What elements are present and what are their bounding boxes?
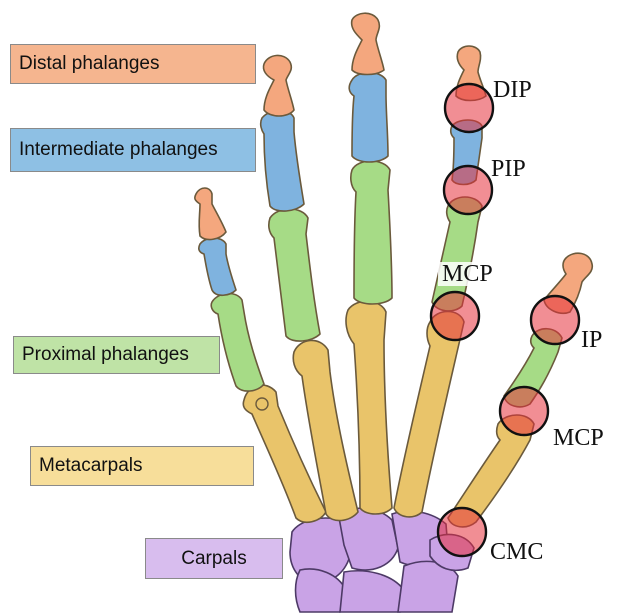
dip-joint-label: DIP bbox=[493, 78, 532, 102]
ip-joint-label: IP bbox=[581, 328, 602, 352]
finger-mcp-joint-label: MCP bbox=[438, 262, 497, 286]
finger-mcp-joint-marker bbox=[431, 292, 479, 340]
proximal-bone bbox=[351, 161, 392, 304]
intermediate-bone bbox=[349, 73, 388, 163]
legend-proximal-label: Proximal phalanges bbox=[22, 344, 189, 366]
metacarpal-bone bbox=[394, 312, 464, 517]
legend-intermediate-label: Intermediate phalanges bbox=[19, 139, 218, 161]
distal-bone bbox=[352, 13, 384, 74]
ip-joint-marker bbox=[531, 296, 579, 344]
legend-distal-label: Distal phalanges bbox=[19, 53, 159, 75]
proximal-phalanges bbox=[211, 161, 562, 407]
metacarpal-bone bbox=[346, 301, 392, 514]
dip-joint-marker bbox=[445, 84, 493, 132]
pip-joint-label: PIP bbox=[491, 157, 526, 181]
carpal-bone bbox=[340, 571, 404, 612]
pip-joint-marker bbox=[444, 166, 492, 214]
thumb-mcp-joint-marker bbox=[500, 387, 548, 435]
proximal-bone bbox=[269, 209, 320, 341]
cmc-joint-marker bbox=[438, 508, 486, 556]
legend-metacarpals-label: Metacarpals bbox=[39, 455, 143, 477]
intermediate-bone bbox=[199, 238, 236, 295]
legend-proximal-phalanges: Proximal phalanges bbox=[13, 336, 220, 374]
legend-intermediate-phalanges: Intermediate phalanges bbox=[10, 128, 256, 172]
legend-metacarpals: Metacarpals bbox=[30, 446, 254, 486]
legend-distal-phalanges: Distal phalanges bbox=[10, 44, 256, 84]
intermediate-bone bbox=[261, 111, 304, 212]
distal-bone bbox=[195, 188, 226, 239]
cmc-joint-label: CMC bbox=[490, 540, 543, 564]
legend-carpals-label: Carpals bbox=[181, 548, 246, 570]
thumb-mcp-joint-label: MCP bbox=[553, 426, 604, 450]
distal-bone bbox=[263, 55, 294, 116]
legend-carpals: Carpals bbox=[145, 538, 283, 579]
